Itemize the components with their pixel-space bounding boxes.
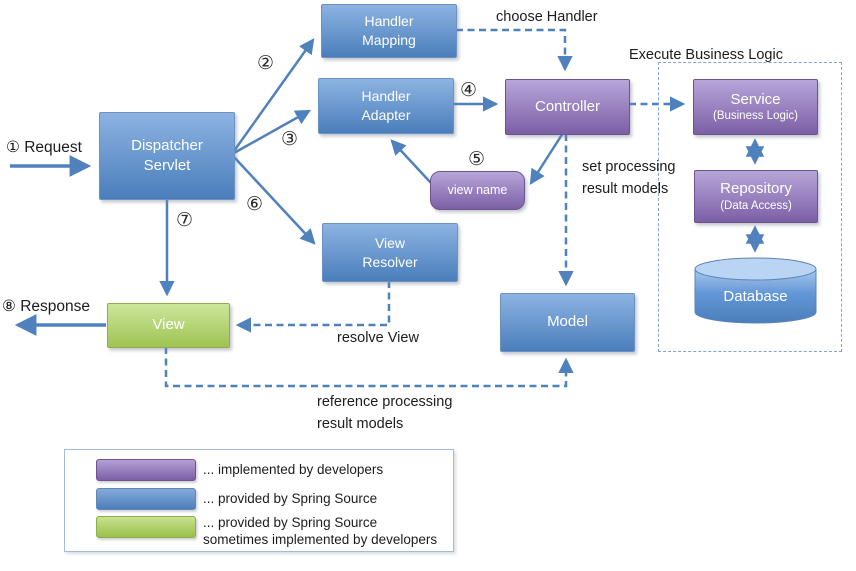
dispatcher-servlet-node: Dispatcher Servlet: [99, 112, 235, 200]
view-resolver-node: View Resolver: [322, 223, 458, 282]
legend-swatch-blue: [96, 488, 196, 510]
step-3: ③: [281, 129, 299, 150]
dashed-arrow-choose-handler: [456, 28, 573, 72]
handler-mapping-node: Handler Mapping: [321, 4, 457, 58]
service-title: Service: [730, 90, 781, 108]
legend: ... implemented by developers ... provid…: [64, 449, 454, 552]
view-node: View: [107, 303, 230, 348]
service-node: Service (Business Logic): [693, 79, 818, 135]
request-label: ① Request: [6, 139, 82, 156]
step-6: ⑥: [246, 194, 264, 215]
repository-node: Repository (Data Access): [694, 170, 818, 223]
dashed-arrow-resolve-view: [235, 281, 391, 333]
response-label: ⑧ Response: [2, 298, 90, 315]
step-2: ②: [257, 53, 275, 74]
legend-label-spring-sometimes: ... provided by Spring Source sometimes …: [203, 515, 438, 547]
handler-adapter-node: Handler Adapter: [318, 78, 454, 134]
legend-label-developers: ... implemented by developers: [203, 462, 384, 477]
execute-business-logic-label: Execute Business Logic: [629, 47, 783, 63]
reference-processing-label: reference processing result models: [317, 394, 453, 432]
controller-node: Controller: [505, 79, 630, 135]
step-7: ⑦: [176, 210, 194, 231]
repository-title: Repository: [720, 180, 792, 198]
choose-handler-label: choose Handler: [496, 9, 598, 25]
step-5: ⑤: [468, 149, 486, 170]
model-node: Model: [500, 293, 635, 352]
business-logic-container: [658, 62, 842, 352]
view-name-node: view name: [430, 171, 525, 210]
legend-label-spring: ... provided by Spring Source: [203, 491, 378, 506]
database-cylinder: [694, 257, 817, 324]
arrow-controller-to-view-name: [529, 132, 565, 185]
arrow-view-name-to-handler-adapter: [390, 139, 432, 184]
resolve-view-label: resolve View: [337, 330, 419, 346]
step-4: ④: [460, 80, 478, 101]
repository-subtitle: (Data Access): [720, 199, 792, 212]
set-processing-label: set processing result models: [582, 159, 676, 197]
dashed-arrow-view-to-model: [164, 347, 574, 388]
service-subtitle: (Business Logic): [712, 110, 798, 123]
database-label: Database: [723, 288, 788, 305]
legend-swatch-purple: [96, 459, 196, 481]
legend-swatch-green: [96, 516, 196, 538]
